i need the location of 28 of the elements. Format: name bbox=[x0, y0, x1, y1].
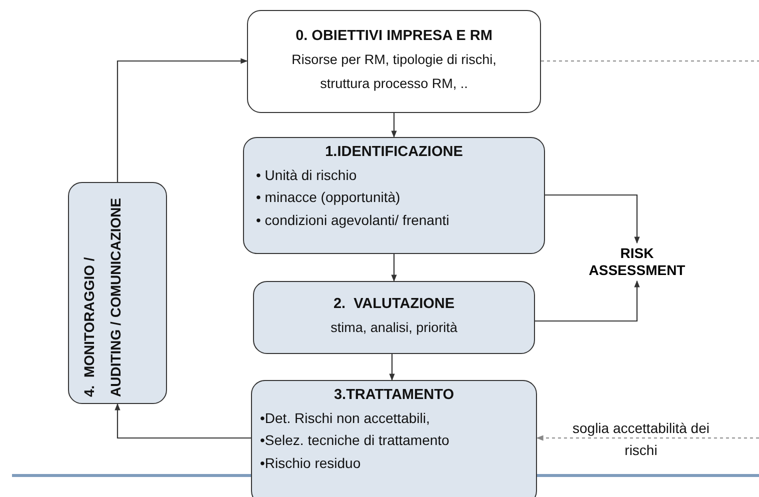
arrow bbox=[116, 58, 248, 182]
arrow bbox=[391, 113, 397, 138]
step-title: 3.TRATTAMENTO bbox=[334, 387, 454, 403]
bullet-item: • Unità di rischio bbox=[255, 166, 358, 185]
arrow bbox=[114, 403, 251, 439]
arrow bbox=[535, 280, 640, 322]
objective-box bbox=[247, 10, 541, 113]
step-title: 0. OBIETTIVI IMPRESA E RM bbox=[296, 28, 492, 44]
step-title: 4. MONITORAGGIO / AUDITING / COMUNICAZIONE bbox=[80, 196, 124, 397]
process-box bbox=[251, 380, 537, 497]
bullet-item: • condizioni agevolanti/ frenanti bbox=[255, 210, 450, 230]
step-title: 1.IDENTIFICAZIONE bbox=[325, 144, 463, 160]
bullet-item: •Det. Rischi non accettabili, bbox=[260, 409, 431, 428]
arrow bbox=[545, 194, 640, 244]
bullet-item: •Selez. tecniche di trattamento bbox=[260, 431, 450, 450]
process-box bbox=[253, 281, 535, 354]
arrow bbox=[391, 254, 397, 282]
label-text: RISK ASSESSMENT bbox=[588, 245, 686, 279]
process-box bbox=[243, 137, 545, 254]
edge-label: soglia accettabilità dei rischi bbox=[572, 419, 710, 460]
bullet-item: • minacce (opportunità) bbox=[255, 188, 402, 208]
step-title: 2. VALUTAZIONE bbox=[333, 296, 455, 312]
process-box bbox=[68, 182, 167, 404]
arrow bbox=[389, 354, 395, 381]
step-description: stima, analisi, priorità bbox=[330, 318, 458, 337]
dashed-arrow bbox=[536, 435, 759, 441]
step-description: Risorse per RM, tipologie di rischi, struttura processo RM, .. bbox=[290, 50, 498, 93]
bullet-item: •Rischio residuo bbox=[260, 454, 362, 473]
